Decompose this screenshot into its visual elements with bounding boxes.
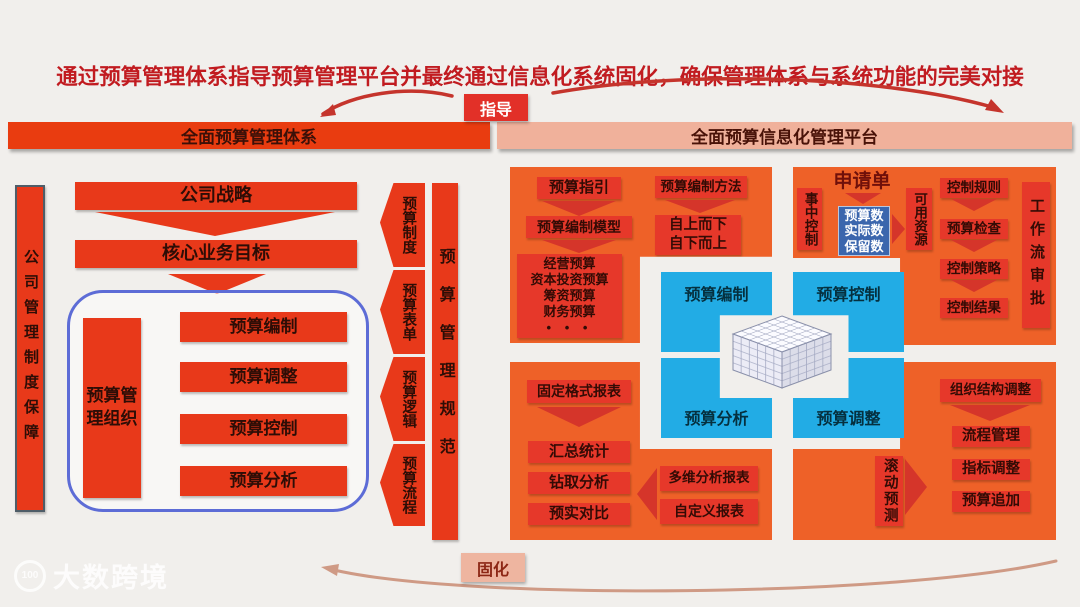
control-strategy-box: 控制策略 bbox=[940, 259, 1008, 279]
budget-types-box: 经营预算 资本投资预算 筹资预算 财务预算 • • • bbox=[517, 254, 622, 338]
process-bar-analyze: 预算分析 bbox=[180, 466, 347, 496]
center-adjust-label: 预算调整 bbox=[816, 411, 881, 428]
actual-number: 实际数 bbox=[844, 223, 884, 239]
right-arrow bbox=[905, 459, 927, 515]
guide-tag: 指导 bbox=[464, 94, 528, 121]
down-arrow bbox=[665, 200, 735, 213]
down-arrow bbox=[950, 405, 1030, 421]
ellipsis-dots: • • • bbox=[546, 320, 593, 335]
center-control-label: 预算控制 bbox=[816, 287, 881, 304]
guide-arrow-head bbox=[985, 99, 1004, 113]
guide-arc-left bbox=[321, 89, 454, 116]
budget-type: 资本投资预算 bbox=[530, 272, 609, 287]
chevron-budget-flow: 预算流程 bbox=[380, 444, 425, 526]
quadrant-adjust: 组织结构调整 流程管理 指标调整 预算追加 滚动预测 bbox=[793, 362, 1056, 540]
strategy-bar: 公司战略 bbox=[75, 182, 357, 210]
in-process-control-bar: 事中控制 bbox=[797, 188, 822, 250]
down-arrow bbox=[951, 240, 997, 252]
down-arrow bbox=[845, 193, 881, 204]
guide-arc-left-tip bbox=[320, 104, 336, 117]
process-bar-compile: 预算编制 bbox=[180, 312, 347, 342]
solidify-tag: 固化 bbox=[461, 553, 525, 582]
core-goal-bar: 核心业务目标 bbox=[75, 240, 357, 268]
compile-guide-box: 预算指引 bbox=[537, 177, 621, 199]
header-budget-system: 全面预算管理体系 bbox=[8, 122, 490, 149]
data-cube-icon bbox=[731, 315, 833, 389]
application-form-title: 申请单 bbox=[833, 170, 891, 192]
rolling-forecast-bar: 滚动预测 bbox=[875, 456, 903, 526]
multidim-report-box: 多维分析报表 bbox=[660, 466, 758, 491]
budget-number: 预算数 bbox=[844, 207, 884, 223]
org-structure-adjust-box: 组织结构调整 bbox=[940, 379, 1041, 402]
chevron-budget-forms: 预算表单 bbox=[380, 270, 425, 354]
indicator-adjust-box: 指标调整 bbox=[952, 459, 1030, 480]
budget-check-box: 预算检查 bbox=[940, 219, 1008, 239]
reserved-number: 保留数 bbox=[844, 238, 884, 254]
control-result-box: 控制结果 bbox=[940, 298, 1008, 318]
budget-type: 筹资预算 bbox=[543, 288, 596, 303]
watermark-logo-icon: 100 bbox=[14, 559, 46, 592]
header-budget-platform: 全面预算信息化管理平台 bbox=[497, 122, 1072, 149]
direction-top-down: 自上而下 bbox=[669, 217, 727, 233]
watermark: 100 大数跨境 bbox=[14, 556, 169, 595]
down-arrow bbox=[537, 407, 621, 427]
org-box: 预算管理组织 bbox=[83, 318, 141, 498]
center-analysis-label: 预算分析 bbox=[684, 411, 749, 428]
center-compile-label: 预算编制 bbox=[684, 287, 749, 304]
down-arrow bbox=[542, 201, 616, 216]
custom-report-box: 自定义报表 bbox=[660, 499, 758, 524]
solidify-arrow bbox=[332, 559, 1058, 593]
down-arrow bbox=[542, 240, 616, 253]
right-arrow bbox=[892, 214, 905, 244]
chevron-budget-logic: 预算逻辑 bbox=[380, 357, 425, 441]
compile-model-box: 预算编制模型 bbox=[526, 216, 632, 238]
page-title: 通过预算管理体系指导预算管理平台并最终通过信息化系统固化，确保管理体系与系统功能… bbox=[56, 65, 1024, 89]
direction-bottom-up: 自下而上 bbox=[669, 236, 727, 252]
watermark-text: 大数跨境 bbox=[53, 563, 169, 593]
budget-actual-compare-box: 预实对比 bbox=[528, 503, 630, 525]
process-mgmt-box: 流程管理 bbox=[952, 426, 1030, 447]
available-resources-bar: 可用资源 bbox=[906, 188, 932, 250]
compile-method-box: 预算编制方法 bbox=[655, 176, 747, 198]
chevron-budget-rules: 预算制度 bbox=[380, 183, 425, 267]
budget-numbers-box: 预算数 实际数 保留数 bbox=[838, 206, 890, 256]
control-rules-box: 控制规则 bbox=[940, 178, 1008, 198]
workflow-approval-bar: 工作流审批 bbox=[1022, 182, 1050, 328]
left-arrow bbox=[637, 468, 657, 520]
budget-type: 财务预算 bbox=[543, 304, 596, 319]
budget-append-box: 预算追加 bbox=[952, 491, 1030, 512]
budget-type: 经营预算 bbox=[543, 256, 596, 271]
solidify-arrow-head bbox=[321, 564, 339, 576]
fixed-report-box: 固定格式报表 bbox=[527, 380, 631, 403]
process-bar-control: 预算控制 bbox=[180, 414, 347, 444]
summary-stats-box: 汇总统计 bbox=[528, 441, 630, 463]
down-arrow bbox=[951, 280, 997, 292]
down-arrow bbox=[951, 199, 997, 211]
drill-analysis-box: 钻取分析 bbox=[528, 472, 630, 494]
process-bar-adjust: 预算调整 bbox=[180, 362, 347, 392]
guarantee-bar: 公司管理制度保障 bbox=[15, 185, 45, 512]
standard-bar: 预算管理规范 bbox=[432, 183, 458, 540]
direction-box: 自上而下 自下而上 bbox=[655, 215, 741, 255]
down-arrow bbox=[95, 212, 335, 236]
